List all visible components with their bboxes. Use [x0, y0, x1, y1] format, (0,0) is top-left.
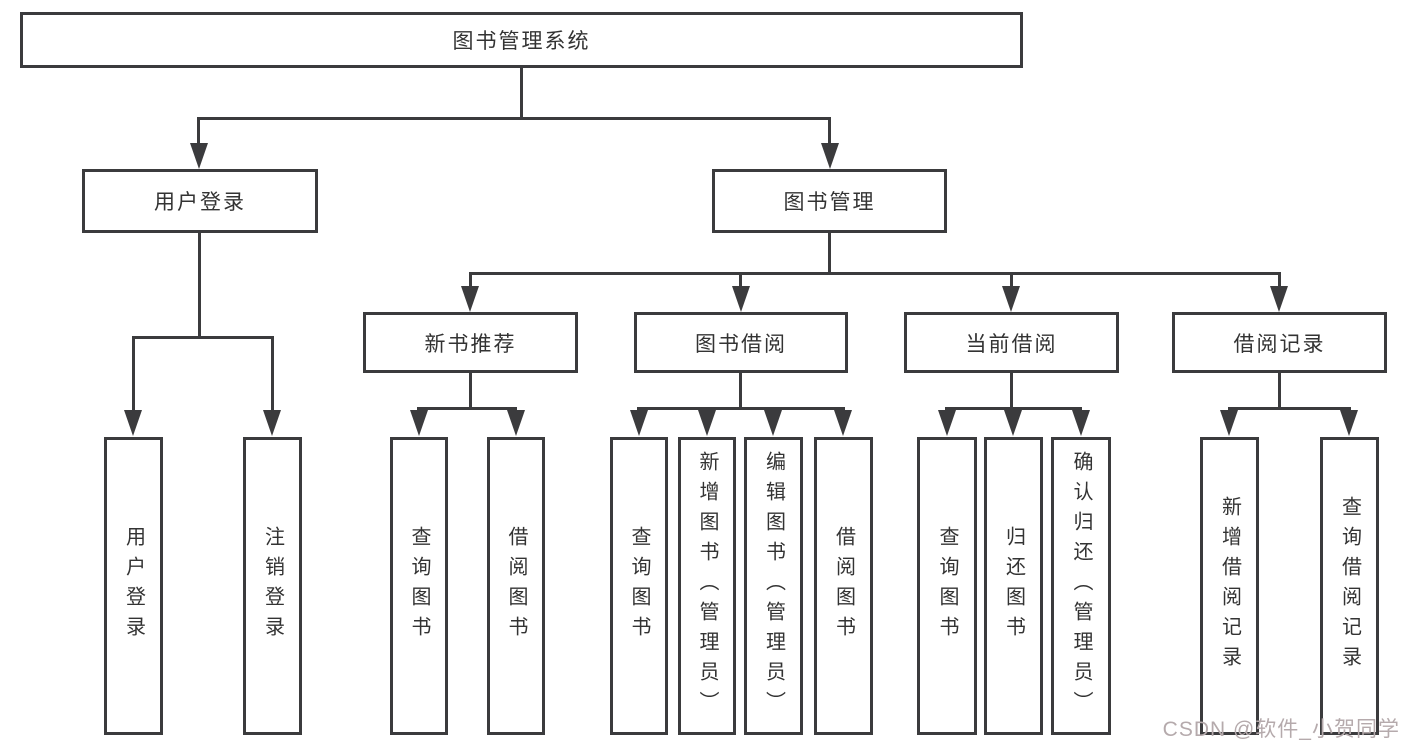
- arrow-down-icon: [1270, 286, 1288, 312]
- node-book-management: 图书管理: [712, 169, 947, 233]
- connector-line: [271, 336, 274, 413]
- arrow-down-icon: [263, 410, 281, 436]
- connector-line: [198, 233, 201, 339]
- leaf-newbooks-query-books: 查询图书: [390, 437, 448, 735]
- arrow-down-icon: [461, 286, 479, 312]
- leaf-label: 确认归还（管理员）: [1070, 451, 1092, 721]
- node-current-borrowing: 当前借阅: [904, 312, 1119, 373]
- node-label: 新书推荐: [424, 332, 517, 356]
- connector-line: [739, 373, 742, 410]
- connector-line: [1010, 272, 1013, 289]
- arrow-down-icon: [1340, 410, 1358, 436]
- connector-line: [469, 373, 472, 410]
- leaf-logout-login: 注销登录: [243, 437, 302, 735]
- arrow-down-icon: [938, 410, 956, 436]
- connector-line: [945, 407, 1082, 410]
- connector-line: [198, 117, 831, 120]
- connector-line: [197, 117, 200, 146]
- arrow-down-icon: [1002, 286, 1020, 312]
- connector-line: [469, 272, 472, 289]
- node-user-login: 用户登录: [82, 169, 318, 233]
- leaf-label: 新增图书（管理员）: [696, 451, 718, 721]
- arrow-down-icon: [764, 410, 782, 436]
- arrow-down-icon: [190, 143, 208, 169]
- leaf-label: 查询图书: [408, 526, 430, 646]
- connector-line: [132, 336, 274, 339]
- arrow-down-icon: [1004, 410, 1022, 436]
- arrow-down-icon: [630, 410, 648, 436]
- leaf-label: 借阅图书: [505, 526, 527, 646]
- leaf-user-login: 用户登录: [104, 437, 163, 735]
- node-label: 用户登录: [154, 191, 246, 214]
- connector-line: [1278, 373, 1281, 410]
- node-label: 图书借阅: [695, 332, 787, 356]
- leaf-borrowing-borrow-books: 借阅图书: [814, 437, 873, 735]
- leaf-label: 查询图书: [936, 526, 958, 646]
- arrow-down-icon: [834, 410, 852, 436]
- connector-line: [417, 407, 517, 410]
- leaf-label: 编辑图书（管理员）: [762, 451, 785, 721]
- watermark: CSDN @软件_小贺同学: [1162, 718, 1400, 741]
- node-root-label: 图书管理系统: [452, 30, 591, 53]
- arrow-down-icon: [821, 143, 839, 169]
- connector-line: [828, 117, 831, 146]
- arrow-down-icon: [410, 410, 428, 436]
- node-label: 图书管理: [783, 191, 876, 214]
- leaf-records-add-record: 新增借阅记录: [1200, 437, 1259, 735]
- leaf-label: 借阅图书: [832, 526, 855, 646]
- leaf-label: 查询借阅记录: [1338, 496, 1361, 676]
- node-new-book-recommend: 新书推荐: [363, 312, 578, 373]
- node-label: 当前借阅: [965, 332, 1058, 356]
- arrow-down-icon: [1220, 410, 1238, 436]
- node-borrowing-records: 借阅记录: [1172, 312, 1387, 373]
- leaf-current-query-books: 查询图书: [917, 437, 977, 735]
- leaf-borrowing-add-books-admin: 新增图书（管理员）: [678, 437, 736, 735]
- connector-line: [520, 68, 523, 118]
- leaf-label: 用户登录: [122, 526, 145, 646]
- leaf-current-confirm-return-admin: 确认归还（管理员）: [1051, 437, 1111, 735]
- arrow-down-icon: [507, 410, 525, 436]
- connector-line: [637, 407, 845, 410]
- connector-line: [828, 233, 831, 275]
- leaf-label: 注销登录: [261, 526, 284, 646]
- arrow-down-icon: [1072, 410, 1090, 436]
- connector-line: [1228, 407, 1351, 410]
- leaf-borrowing-edit-books-admin: 编辑图书（管理员）: [744, 437, 803, 735]
- connector-line: [132, 336, 135, 413]
- arrow-down-icon: [698, 410, 716, 436]
- leaf-label: 新增借阅记录: [1218, 496, 1241, 676]
- node-root: 图书管理系统: [20, 12, 1023, 68]
- node-label: 借阅记录: [1233, 332, 1326, 356]
- arrow-down-icon: [732, 286, 750, 312]
- node-book-borrowing: 图书借阅: [634, 312, 848, 373]
- leaf-records-query-record: 查询借阅记录: [1320, 437, 1379, 735]
- connector-line: [739, 272, 742, 289]
- leaf-label: 查询图书: [628, 526, 650, 646]
- connector-line: [1278, 272, 1281, 289]
- leaf-label: 归还图书: [1002, 526, 1025, 646]
- leaf-newbooks-borrow-books: 借阅图书: [487, 437, 545, 735]
- arrow-down-icon: [124, 410, 142, 436]
- leaf-current-return-books: 归还图书: [984, 437, 1043, 735]
- leaf-borrowing-query-books: 查询图书: [610, 437, 668, 735]
- connector-line: [469, 272, 1281, 275]
- connector-line: [1010, 373, 1013, 410]
